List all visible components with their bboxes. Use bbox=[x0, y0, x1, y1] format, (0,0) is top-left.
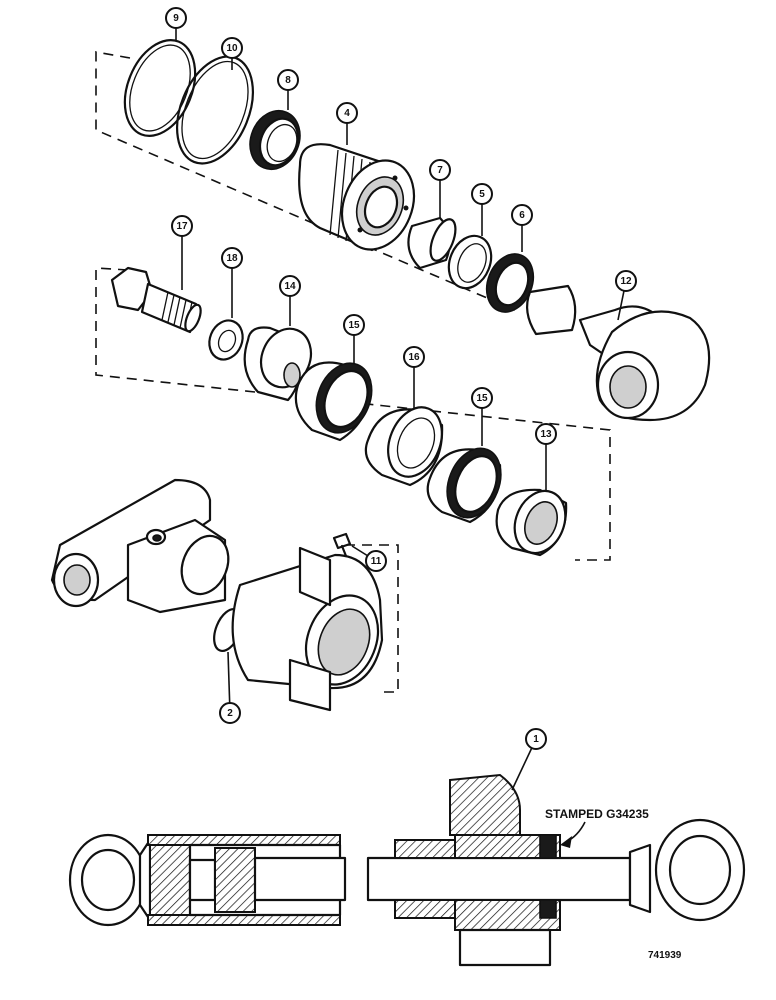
stamp-arrowhead bbox=[560, 836, 572, 848]
callout-c17: 17 bbox=[171, 215, 193, 237]
callout-c10: 10 bbox=[221, 37, 243, 59]
callout-circle bbox=[525, 728, 547, 750]
callout-c7: 7 bbox=[429, 159, 451, 181]
callout-circle bbox=[403, 346, 425, 368]
part-8-wiper-seal bbox=[249, 109, 301, 171]
callout-c9: 9 bbox=[165, 7, 187, 29]
callout-c13: 13 bbox=[535, 423, 557, 445]
upper-group-outline bbox=[95, 51, 516, 311]
part-17-bolt bbox=[110, 266, 202, 334]
callout-circle bbox=[221, 37, 243, 59]
part-15-seal-upper bbox=[294, 361, 373, 442]
part-14-piston-head bbox=[243, 326, 313, 402]
callout-c15a: 15 bbox=[343, 314, 365, 336]
callout-number: 16 bbox=[408, 352, 420, 363]
callout-c11: 11 bbox=[365, 550, 387, 572]
part-6-seal bbox=[485, 253, 535, 313]
callout-circle bbox=[365, 550, 387, 572]
part-4-gland bbox=[298, 143, 416, 252]
assembled-cylinder bbox=[68, 773, 746, 967]
callout-c6: 6 bbox=[511, 204, 533, 226]
part-12-rod-eye bbox=[525, 284, 711, 422]
callout-c1: 1 bbox=[525, 728, 547, 750]
callout-number: 2 bbox=[227, 708, 233, 719]
callout-circle bbox=[343, 314, 365, 336]
callout-circle bbox=[219, 702, 241, 724]
callout-number: 14 bbox=[284, 281, 296, 292]
callout-number: 7 bbox=[437, 165, 443, 176]
callout-c15b: 15 bbox=[471, 387, 493, 409]
callout-circle bbox=[535, 423, 557, 445]
callout-number: 17 bbox=[176, 221, 188, 232]
callout-circle bbox=[511, 204, 533, 226]
callout-number: 15 bbox=[476, 393, 488, 404]
part-barrel-body bbox=[231, 546, 384, 712]
part-9-snap-ring bbox=[123, 39, 197, 137]
callout-circle bbox=[336, 102, 358, 124]
callout-circle bbox=[165, 7, 187, 29]
figure-number: 741939 bbox=[648, 950, 682, 961]
callout-c12: 12 bbox=[615, 270, 637, 292]
callout-c2: 2 bbox=[219, 702, 241, 724]
callout-number: 5 bbox=[479, 189, 485, 200]
callout-c14: 14 bbox=[279, 275, 301, 297]
callout-c18: 18 bbox=[221, 247, 243, 269]
stamped-annotation: STAMPED G34235 bbox=[545, 807, 649, 821]
callout-number: 6 bbox=[519, 210, 525, 221]
callout-c8: 8 bbox=[277, 69, 299, 91]
callout-circle bbox=[279, 275, 301, 297]
part-5-ring bbox=[447, 234, 493, 290]
part-13-nut bbox=[495, 488, 568, 557]
part-18-washer bbox=[208, 319, 244, 361]
part-7-bushing bbox=[407, 216, 457, 270]
callout-labels: 9 10 8 4 7 5 6 12 17 18 14 15 16 15 13 11 2 1 bbox=[165, 7, 637, 750]
lower-group-outline bbox=[345, 544, 399, 693]
callout-circle bbox=[429, 159, 451, 181]
callout-circle bbox=[277, 69, 299, 91]
part-11-screw bbox=[332, 532, 352, 558]
callout-circle bbox=[471, 183, 493, 205]
callout-number: 10 bbox=[226, 43, 238, 54]
part-barrel-tube bbox=[50, 478, 230, 614]
callout-c5: 5 bbox=[471, 183, 493, 205]
callout-circle bbox=[615, 270, 637, 292]
callout-number: 18 bbox=[226, 253, 238, 264]
callout-c4: 4 bbox=[336, 102, 358, 124]
callout-number: 15 bbox=[348, 320, 360, 331]
callout-circle bbox=[471, 387, 493, 409]
callout-c16: 16 bbox=[403, 346, 425, 368]
callout-number: 11 bbox=[371, 556, 382, 567]
callout-number: 4 bbox=[344, 108, 350, 119]
part-16-wear-ring bbox=[364, 406, 444, 487]
callout-number: 13 bbox=[540, 429, 552, 440]
part-15-seal-lower bbox=[426, 447, 502, 524]
callout-number: 8 bbox=[285, 75, 291, 86]
callout-number: 1 bbox=[533, 734, 539, 745]
callout-number: 12 bbox=[620, 276, 632, 287]
callout-circle bbox=[221, 247, 243, 269]
callout-circle bbox=[171, 215, 193, 237]
callout-number: 9 bbox=[173, 13, 179, 24]
